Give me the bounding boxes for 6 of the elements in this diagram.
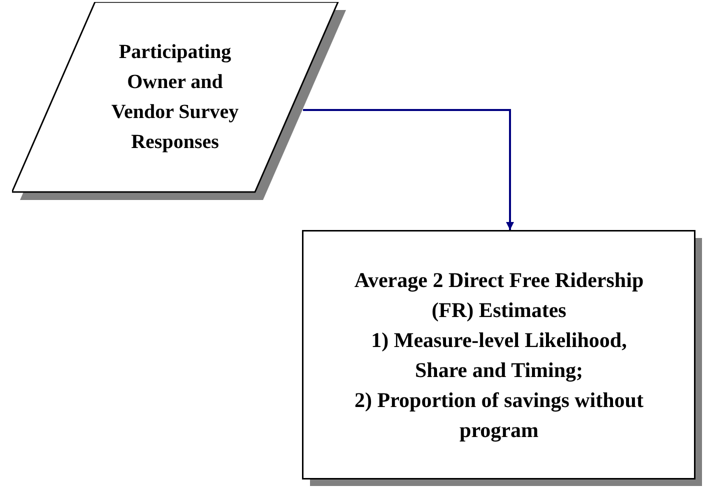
node-text: 2) Proportion of savings without program — [354, 387, 644, 444]
arrow — [303, 109, 514, 230]
node-text: Participating Owner and Vendor Survey Responses — [110, 40, 240, 155]
input-parallelogram — [12, 2, 348, 200]
node-text: 1) Measure-level Likelihood, Share and Timing; — [370, 327, 628, 384]
node-text: Average 2 Direct Free Ridership (FR) Estimates — [353, 267, 645, 324]
